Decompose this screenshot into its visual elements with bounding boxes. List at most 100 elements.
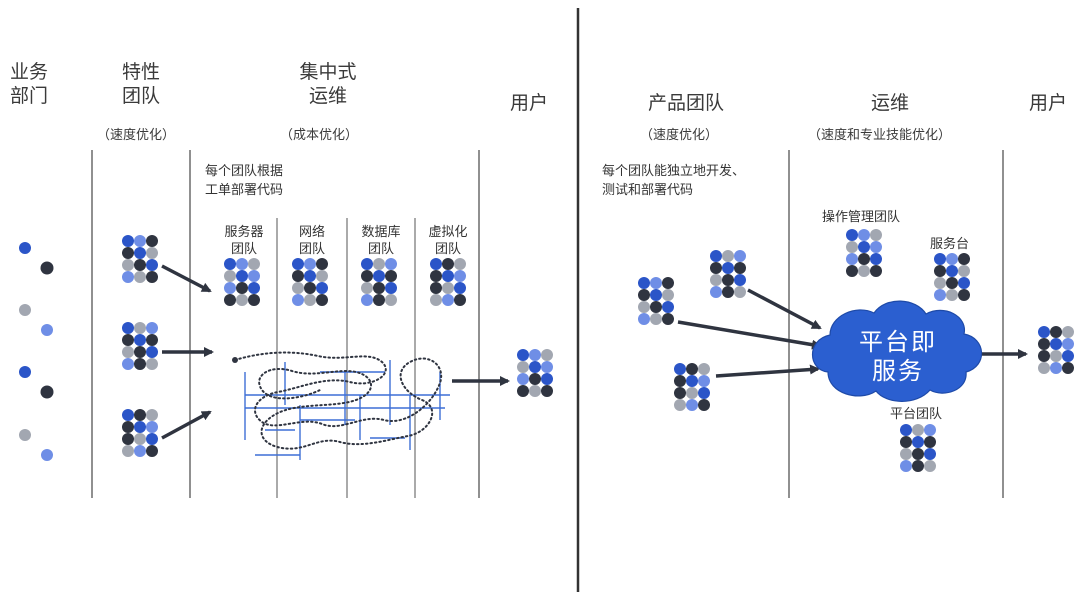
team-member-dot (946, 253, 958, 265)
team-member-dot (373, 270, 385, 282)
team-member-dot (870, 229, 882, 241)
team-member-dot (236, 294, 248, 306)
team-member-dot (674, 387, 686, 399)
team-member-dot (686, 363, 698, 375)
team-member-dot (361, 258, 373, 270)
team-member-dot (442, 270, 454, 282)
team-member-dot (710, 262, 722, 274)
team-member-dot (517, 385, 529, 397)
team-member-dot (146, 247, 158, 259)
team-member-dot (146, 445, 158, 457)
users-header-left: 用户 (509, 92, 548, 114)
team-member-dot (122, 271, 134, 283)
team-member-dot (934, 289, 946, 301)
team-member-dot (924, 448, 936, 460)
database-team-cluster (361, 258, 397, 306)
arrow-product2-to-paas (747, 288, 822, 330)
team-member-dot (870, 253, 882, 265)
team-member-dot (846, 265, 858, 277)
team-member-dot (1038, 326, 1050, 338)
left-arrows (161, 264, 510, 440)
team-member-dot (122, 346, 134, 358)
team-member-dot (912, 448, 924, 460)
team-member-dot (529, 349, 541, 361)
team-member-dot (958, 265, 970, 277)
team-member-dot (722, 250, 734, 262)
team-member-dot (442, 294, 454, 306)
team-member-dot (430, 294, 442, 306)
team-member-dot (858, 229, 870, 241)
team-member-dot (248, 270, 260, 282)
tangled-process (232, 351, 450, 460)
team-member-dot (870, 241, 882, 253)
team-member-dot (134, 445, 146, 457)
team-member-dot (248, 294, 260, 306)
team-member-dot (924, 424, 936, 436)
team-member-dot (385, 294, 397, 306)
team-member-dot (900, 460, 912, 472)
team-member-dot (316, 258, 328, 270)
team-member-dot (454, 294, 466, 306)
team-member-dot (292, 258, 304, 270)
team-member-dot (122, 322, 134, 334)
team-member-dot (146, 322, 158, 334)
team-member-dot (1038, 350, 1050, 362)
team-member-dot (1062, 350, 1074, 362)
team-member-dot (361, 282, 373, 294)
arrow-feature1-to-server (161, 264, 212, 293)
team-member-dot (122, 334, 134, 346)
team-member-dot (541, 373, 553, 385)
team-member-dot (224, 294, 236, 306)
users-header-right: 用户 (1028, 92, 1067, 114)
team-member-dot (900, 424, 912, 436)
team-member-dot (662, 277, 674, 289)
server-team-cluster (224, 258, 260, 306)
team-member-dot (304, 270, 316, 282)
team-member-dot (385, 282, 397, 294)
ops-header-right: 运维 (870, 92, 909, 114)
team-member-dot (924, 436, 936, 448)
left-column-lines (91, 150, 480, 498)
team-member-dot (722, 286, 734, 298)
team-member-dot (430, 270, 442, 282)
team-member-dot (674, 375, 686, 387)
team-member-dot (134, 409, 146, 421)
team-member-dot (734, 274, 746, 286)
team-member-dot (958, 277, 970, 289)
team-member-dot (698, 399, 710, 411)
team-member-dot (454, 270, 466, 282)
arrow-product1-to-paas (677, 320, 822, 350)
team-member-dot (858, 241, 870, 253)
team-member-dot (134, 235, 146, 247)
team-member-dot (638, 277, 650, 289)
team-member-dot (134, 358, 146, 370)
team-member-dot (846, 253, 858, 265)
team-member-dot (674, 363, 686, 375)
virtualization-team-cluster (430, 258, 466, 306)
feature-team-3 (122, 409, 158, 457)
team-member-dot (662, 313, 674, 325)
paas-label: 平台即服务 (859, 328, 937, 385)
virtualization-team-label: 虚拟化团队 (428, 225, 468, 257)
team-member-dot (134, 271, 146, 283)
team-member-dot (292, 294, 304, 306)
ops-mgmt-team-cluster (846, 229, 882, 277)
platform-team-cluster (900, 424, 936, 472)
team-member-dot (442, 258, 454, 270)
team-member-dot (912, 436, 924, 448)
team-member-dot (134, 322, 146, 334)
team-member-dot (846, 241, 858, 253)
team-member-dot (146, 358, 158, 370)
arrow-product3-to-paas (715, 364, 820, 378)
team-member-dot (650, 289, 662, 301)
team-member-dot (146, 421, 158, 433)
service-desk-label: 服务台 (930, 237, 970, 252)
team-member-dot (946, 289, 958, 301)
team-member-dot (146, 409, 158, 421)
server-team-label: 服务器团队 (224, 225, 264, 257)
team-member-dot (686, 375, 698, 387)
feature-team-2 (122, 322, 158, 370)
platform-team-label: 平台团队 (890, 407, 943, 422)
network-team-cluster (292, 258, 328, 306)
ops-mgmt-team-label: 操作管理团队 (822, 210, 901, 225)
